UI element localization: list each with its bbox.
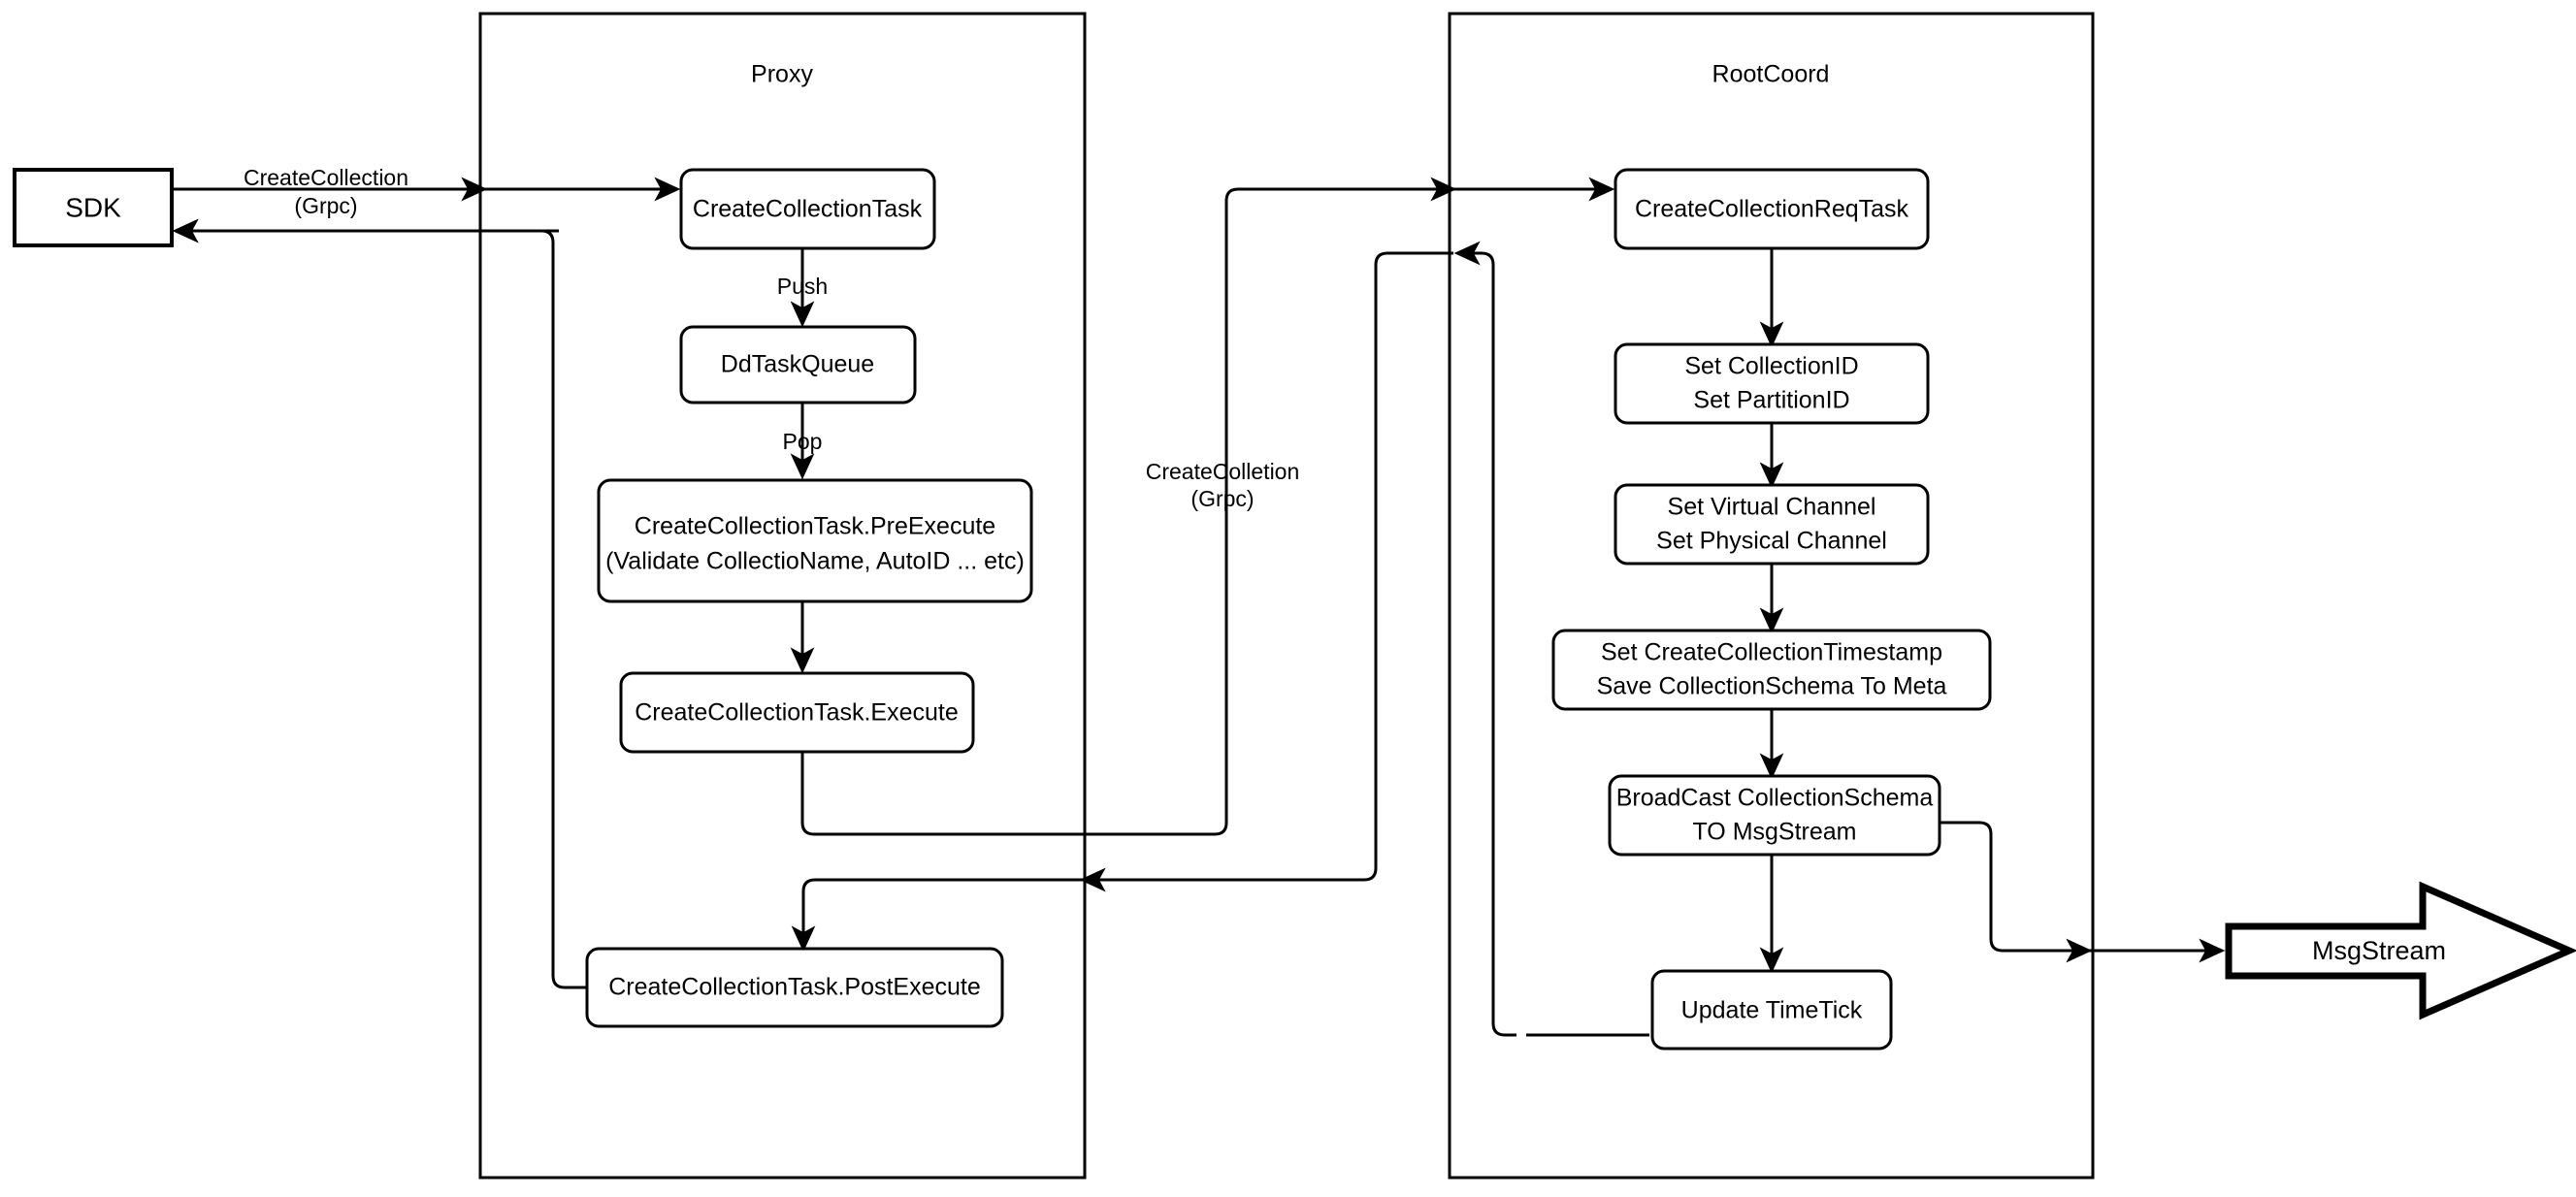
create-collection-req-task-label: CreateCollectionReqTask [1635, 196, 1909, 223]
post-execute-rect [585, 947, 1004, 1028]
node-create-collection-req-task[interactable]: CreateCollectionReqTask [1614, 168, 1930, 250]
node-pre-execute[interactable]: CreateCollectionTask.PreExecute (Validat… [597, 478, 1033, 603]
node-post-execute[interactable]: CreateCollectionTask.PostExecute [585, 947, 1004, 1028]
create-collection-task-rect [679, 168, 936, 250]
edge-rootcoord-return-up [1453, 241, 1516, 1037]
node-msgstream[interactable]: MsgStream [2225, 881, 2576, 1020]
update-timetick-rect [1650, 969, 1893, 1051]
execute-rect [619, 671, 975, 754]
pre-execute-rect [597, 478, 1033, 603]
edge-broadcast-to-msgstream [1917, 821, 2093, 963]
edge-label-create-colletion-line2: (Grpc) [1190, 486, 1254, 511]
update-timetick-label: Update TimeTick [1681, 997, 1863, 1024]
post-execute-label: CreateCollectionTask.PostExecute [608, 974, 981, 1001]
edge-label-create-collection-line1: CreateCollection [244, 165, 408, 190]
edge-label-create-colletion-line1: CreateColletion [1146, 459, 1300, 484]
set-channels-label-line1: Set Virtual Channel [1668, 494, 1876, 521]
broadcast-label-line2: TO MsgStream [1692, 819, 1856, 846]
set-ids-label-line2: Set PartitionID [1693, 387, 1849, 414]
sdk-label: SDK [65, 192, 121, 222]
save-meta-label-line2: Save CollectionSchema To Meta [1597, 673, 1947, 700]
pre-execute-label-line2: (Validate CollectioName, AutoID ... etc) [605, 548, 1025, 575]
edge-label-pop: Pop [783, 429, 823, 454]
edge-label-create-collection-line2: (Grpc) [294, 193, 357, 218]
edge-return-to-postexecute [791, 251, 1388, 953]
edge-execute-to-rootcoord [800, 177, 1457, 836]
proxy-title: Proxy [751, 61, 813, 88]
node-update-timetick[interactable]: Update TimeTick [1650, 969, 1893, 1051]
node-set-channels[interactable]: Set Virtual Channel Set Physical Channel [1614, 483, 1930, 566]
broadcast-rect [1608, 774, 1941, 857]
sdk-rect [13, 168, 174, 247]
edge-label-push: Push [777, 274, 828, 299]
node-broadcast[interactable]: BroadCast CollectionSchema TO MsgStream [1608, 774, 1941, 857]
msgstream-arrow-shape [2225, 881, 2576, 1020]
msgstream-label: MsgStream [2312, 936, 2446, 965]
dd-task-queue-label: DdTaskQueue [721, 351, 874, 378]
edge-postexecute-to-return [505, 229, 587, 989]
set-ids-label-line1: Set CollectionID [1684, 353, 1858, 380]
rootcoord-title: RootCoord [1712, 61, 1830, 88]
node-save-meta[interactable]: Set CreateCollectionTimestamp Save Colle… [1551, 629, 1992, 711]
execute-label: CreateCollectionTask.Execute [635, 699, 959, 727]
dd-task-queue-rect [679, 325, 917, 404]
node-set-ids[interactable]: Set CollectionID Set PartitionID [1614, 342, 1930, 425]
set-channels-rect [1614, 483, 1930, 566]
broadcast-label-line1: BroadCast CollectionSchema [1616, 785, 1934, 812]
save-meta-rect [1551, 629, 1992, 711]
create-collection-req-task-rect [1614, 168, 1930, 250]
node-sdk[interactable]: SDK [13, 168, 174, 247]
edge-label-sdk-grpc: CreateCollection (Grpc) [244, 165, 408, 218]
save-meta-label-line1: Set CreateCollectionTimestamp [1601, 639, 1942, 666]
set-ids-rect [1614, 342, 1930, 425]
pre-execute-label-line1: CreateCollectionTask.PreExecute [635, 513, 995, 540]
create-collection-task-label: CreateCollectionTask [693, 196, 923, 223]
edge-label-proxy-rootcoord-grpc: CreateColletion (Grpc) [1146, 459, 1300, 511]
node-dd-task-queue[interactable]: DdTaskQueue [679, 325, 917, 404]
node-create-collection-task[interactable]: CreateCollectionTask [679, 168, 936, 250]
node-execute[interactable]: CreateCollectionTask.Execute [619, 671, 975, 754]
set-channels-label-line2: Set Physical Channel [1656, 528, 1887, 555]
